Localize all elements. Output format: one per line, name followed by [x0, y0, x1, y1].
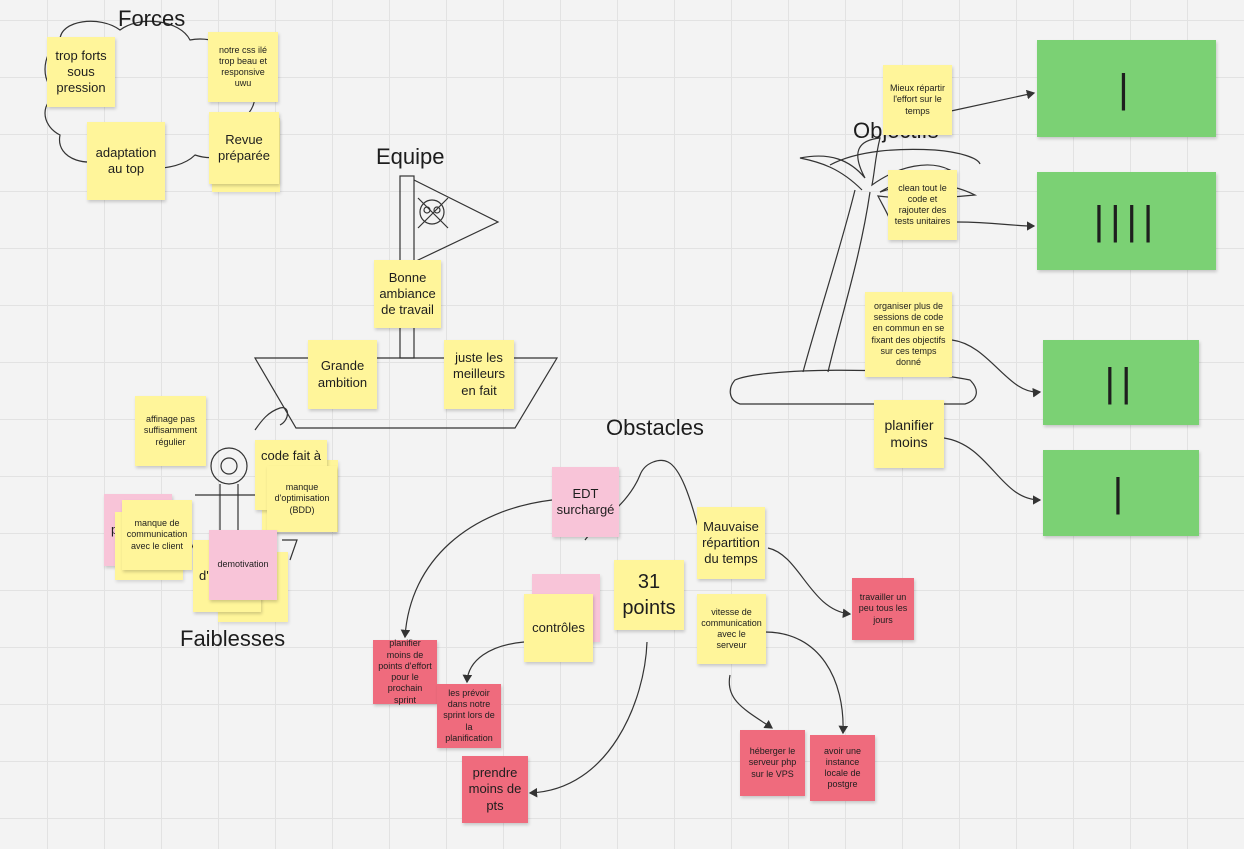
sticky-note-sessions[interactable]: organiser plus de sessions de code en co…: [865, 292, 952, 377]
flag: [413, 179, 500, 263]
sticky-note-revue[interactable]: Revue préparée: [209, 112, 279, 184]
sticky-note-prevoir[interactable]: les prévoir dans notre sprint lors de la…: [437, 684, 501, 748]
equipe-label: Equipe: [376, 144, 445, 169]
vote-card-1[interactable]: |: [1037, 40, 1216, 137]
sticky-note-adaptation[interactable]: adaptation au top: [87, 122, 165, 200]
sticky-note-points[interactable]: 31 points: [614, 560, 684, 630]
vote-card-3[interactable]: ||: [1043, 340, 1199, 425]
sticky-note-postgre[interactable]: avoir une instance locale de postgre: [810, 735, 875, 801]
sticky-note-meilleurs[interactable]: juste les meilleurs en fait: [444, 340, 514, 409]
forces-label: Forces: [118, 6, 186, 31]
island: [729, 369, 977, 405]
sticky-note-vitesse[interactable]: vitesse de communication avec le serveur: [697, 594, 766, 664]
palm-trunk: [802, 189, 871, 373]
sticky-note-demotivation[interactable]: demotivation: [209, 530, 277, 600]
sticky-note-planifier-moins[interactable]: planifier moins: [874, 400, 944, 468]
sticky-note-affinage[interactable]: affinage pas suffisamment régulier: [135, 396, 206, 466]
vote-card-4[interactable]: |: [1043, 450, 1199, 536]
sticky-note-clean[interactable]: clean tout le code et rajouter des tests…: [888, 170, 957, 240]
faiblesses-label: Faiblesses: [180, 626, 286, 651]
sticky-note-planifier-pts[interactable]: planifier moins de points d'effort pour …: [373, 638, 437, 705]
sticky-note-repartir[interactable]: Mieux répartir l'effort sur le temps: [883, 65, 952, 135]
sticky-note-ambiance[interactable]: Bonne ambiance de travail: [374, 260, 441, 328]
sticky-note-trop-forts[interactable]: trop forts sous pression: [47, 37, 115, 107]
sticky-note-heberger[interactable]: héberger le serveur php sur le VPS: [740, 730, 805, 796]
sticky-note-communication[interactable]: manque de communication avec le client: [122, 500, 192, 570]
obstacles-label: Obstacles: [606, 415, 704, 440]
sticky-note-ambition[interactable]: Grande ambition: [308, 340, 377, 409]
sticky-note-prendre[interactable]: prendre moins de pts: [462, 756, 528, 823]
sticky-note-mauvaise[interactable]: Mauvaise répartition du temps: [697, 507, 765, 579]
anchor-ring: [210, 447, 248, 485]
sticky-note-edt[interactable]: EDT surchargé: [552, 467, 619, 537]
vote-card-2[interactable]: ||||: [1037, 172, 1216, 270]
sticky-note-travailler[interactable]: travailler un peu tous les jours: [852, 578, 914, 640]
sticky-note-controles[interactable]: contrôles: [524, 594, 593, 662]
sticky-note-css[interactable]: notre css ilé trop beau et responsive uw…: [208, 32, 278, 102]
sticky-note-optimisation[interactable]: manque d'optimisation (BDD): [267, 466, 337, 532]
